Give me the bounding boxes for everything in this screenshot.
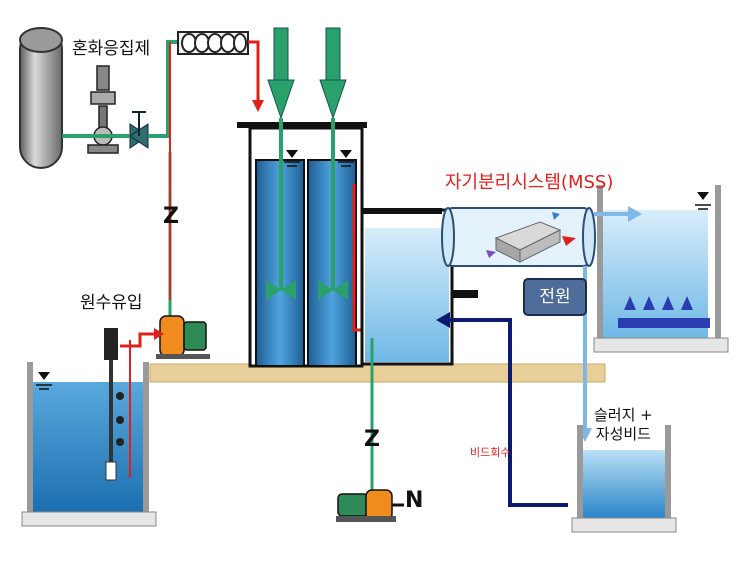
mixer-icon <box>266 27 296 300</box>
mss-unit <box>441 207 596 267</box>
sludge-label-line2: 자성비드 <box>595 425 651 443</box>
separation-chamber <box>360 208 478 366</box>
sludge-tank <box>571 425 677 533</box>
water-level-icon-right <box>695 192 711 210</box>
diffuser-icon <box>624 296 693 310</box>
ground-floor <box>149 363 606 383</box>
pump-icon-inflow <box>156 315 210 359</box>
magnet-bead-icon <box>552 212 560 220</box>
coagulant-pipe-2 <box>148 40 180 138</box>
sludge-label: 슬러지 + 자성비드 <box>594 406 653 444</box>
coagulant-label: 혼화응집제 <box>72 39 151 59</box>
motor-n-label: N <box>405 488 424 513</box>
power-button[interactable]: 전원 <box>523 278 587 316</box>
valve-icon <box>129 111 149 149</box>
pump-icon <box>336 489 404 522</box>
bead-return-line <box>448 318 568 507</box>
arrow-left-icon <box>436 312 450 328</box>
bead-recovery-label: 비드회수 <box>470 446 511 459</box>
reaction-tank <box>237 122 367 368</box>
mixer-outlet-pipe <box>248 40 260 104</box>
valve-z-label: Z <box>163 204 179 229</box>
dosing-pump-icon <box>87 65 119 154</box>
raw-inflow-label: 원수유입 <box>80 293 143 313</box>
raw-water-tank <box>21 362 157 527</box>
valve-z-label-2: Z <box>364 427 380 452</box>
arrow-right-icon-2 <box>154 328 164 340</box>
arrow-down-icon <box>252 100 264 112</box>
mss-system-label: 자기분리시스템(MSS) <box>445 172 614 193</box>
sludge-label-line1: 슬러지 + <box>594 406 653 424</box>
arrow-right-icon <box>628 206 642 222</box>
pump-discharge-pipe <box>120 332 158 348</box>
water-level-icon <box>284 150 354 167</box>
tank-icon <box>19 27 63 169</box>
effluent-tank <box>593 185 729 353</box>
static-mixer-icon <box>177 31 249 55</box>
level-sensor-icon <box>104 328 124 481</box>
water-level-icon-left <box>36 372 52 390</box>
mixer-icon-2 <box>318 27 348 300</box>
